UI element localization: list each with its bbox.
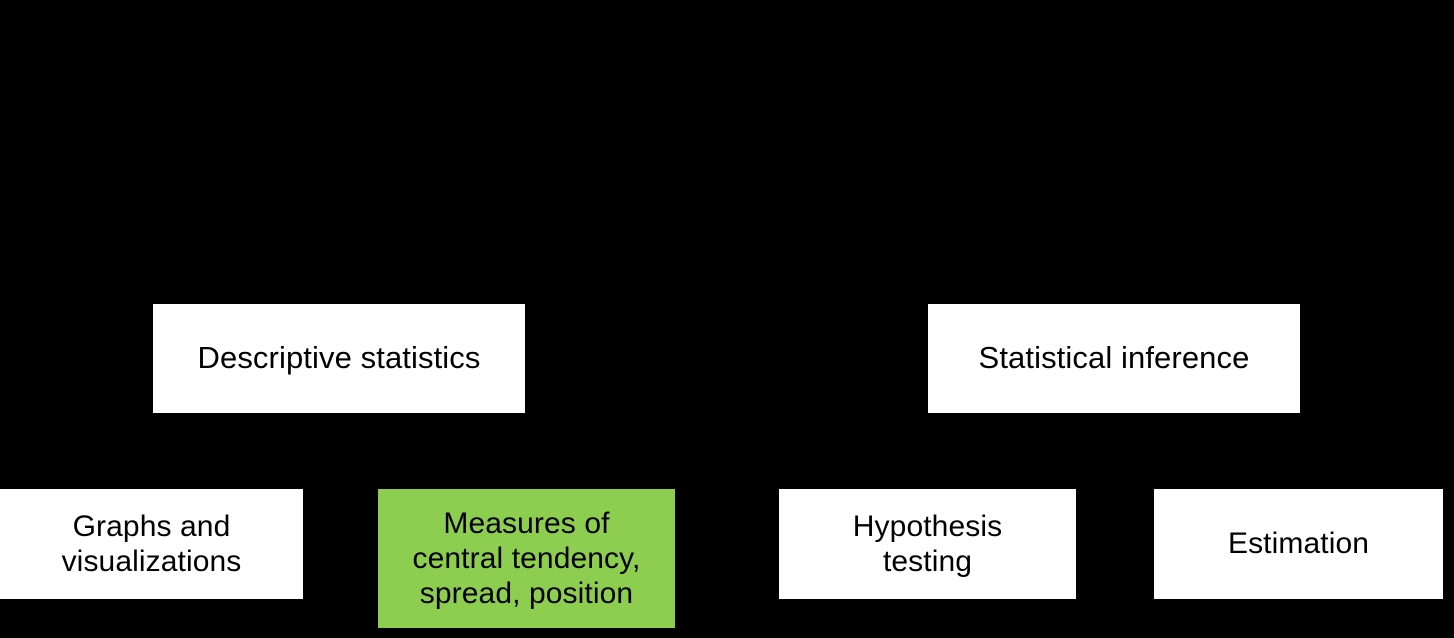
node-measures-of-central-tendency-spread-position[interactable]: Measures of central tendency, spread, po… bbox=[378, 489, 675, 628]
node-hypothesis-testing[interactable]: Hypothesis testing bbox=[779, 489, 1076, 599]
node-graphs-and-visualizations[interactable]: Graphs and visualizations bbox=[0, 489, 303, 599]
node-statistical-inference[interactable]: Statistical inference bbox=[928, 304, 1300, 413]
node-estimation[interactable]: Estimation bbox=[1154, 489, 1443, 599]
node-descriptive-statistics[interactable]: Descriptive statistics bbox=[153, 304, 525, 413]
